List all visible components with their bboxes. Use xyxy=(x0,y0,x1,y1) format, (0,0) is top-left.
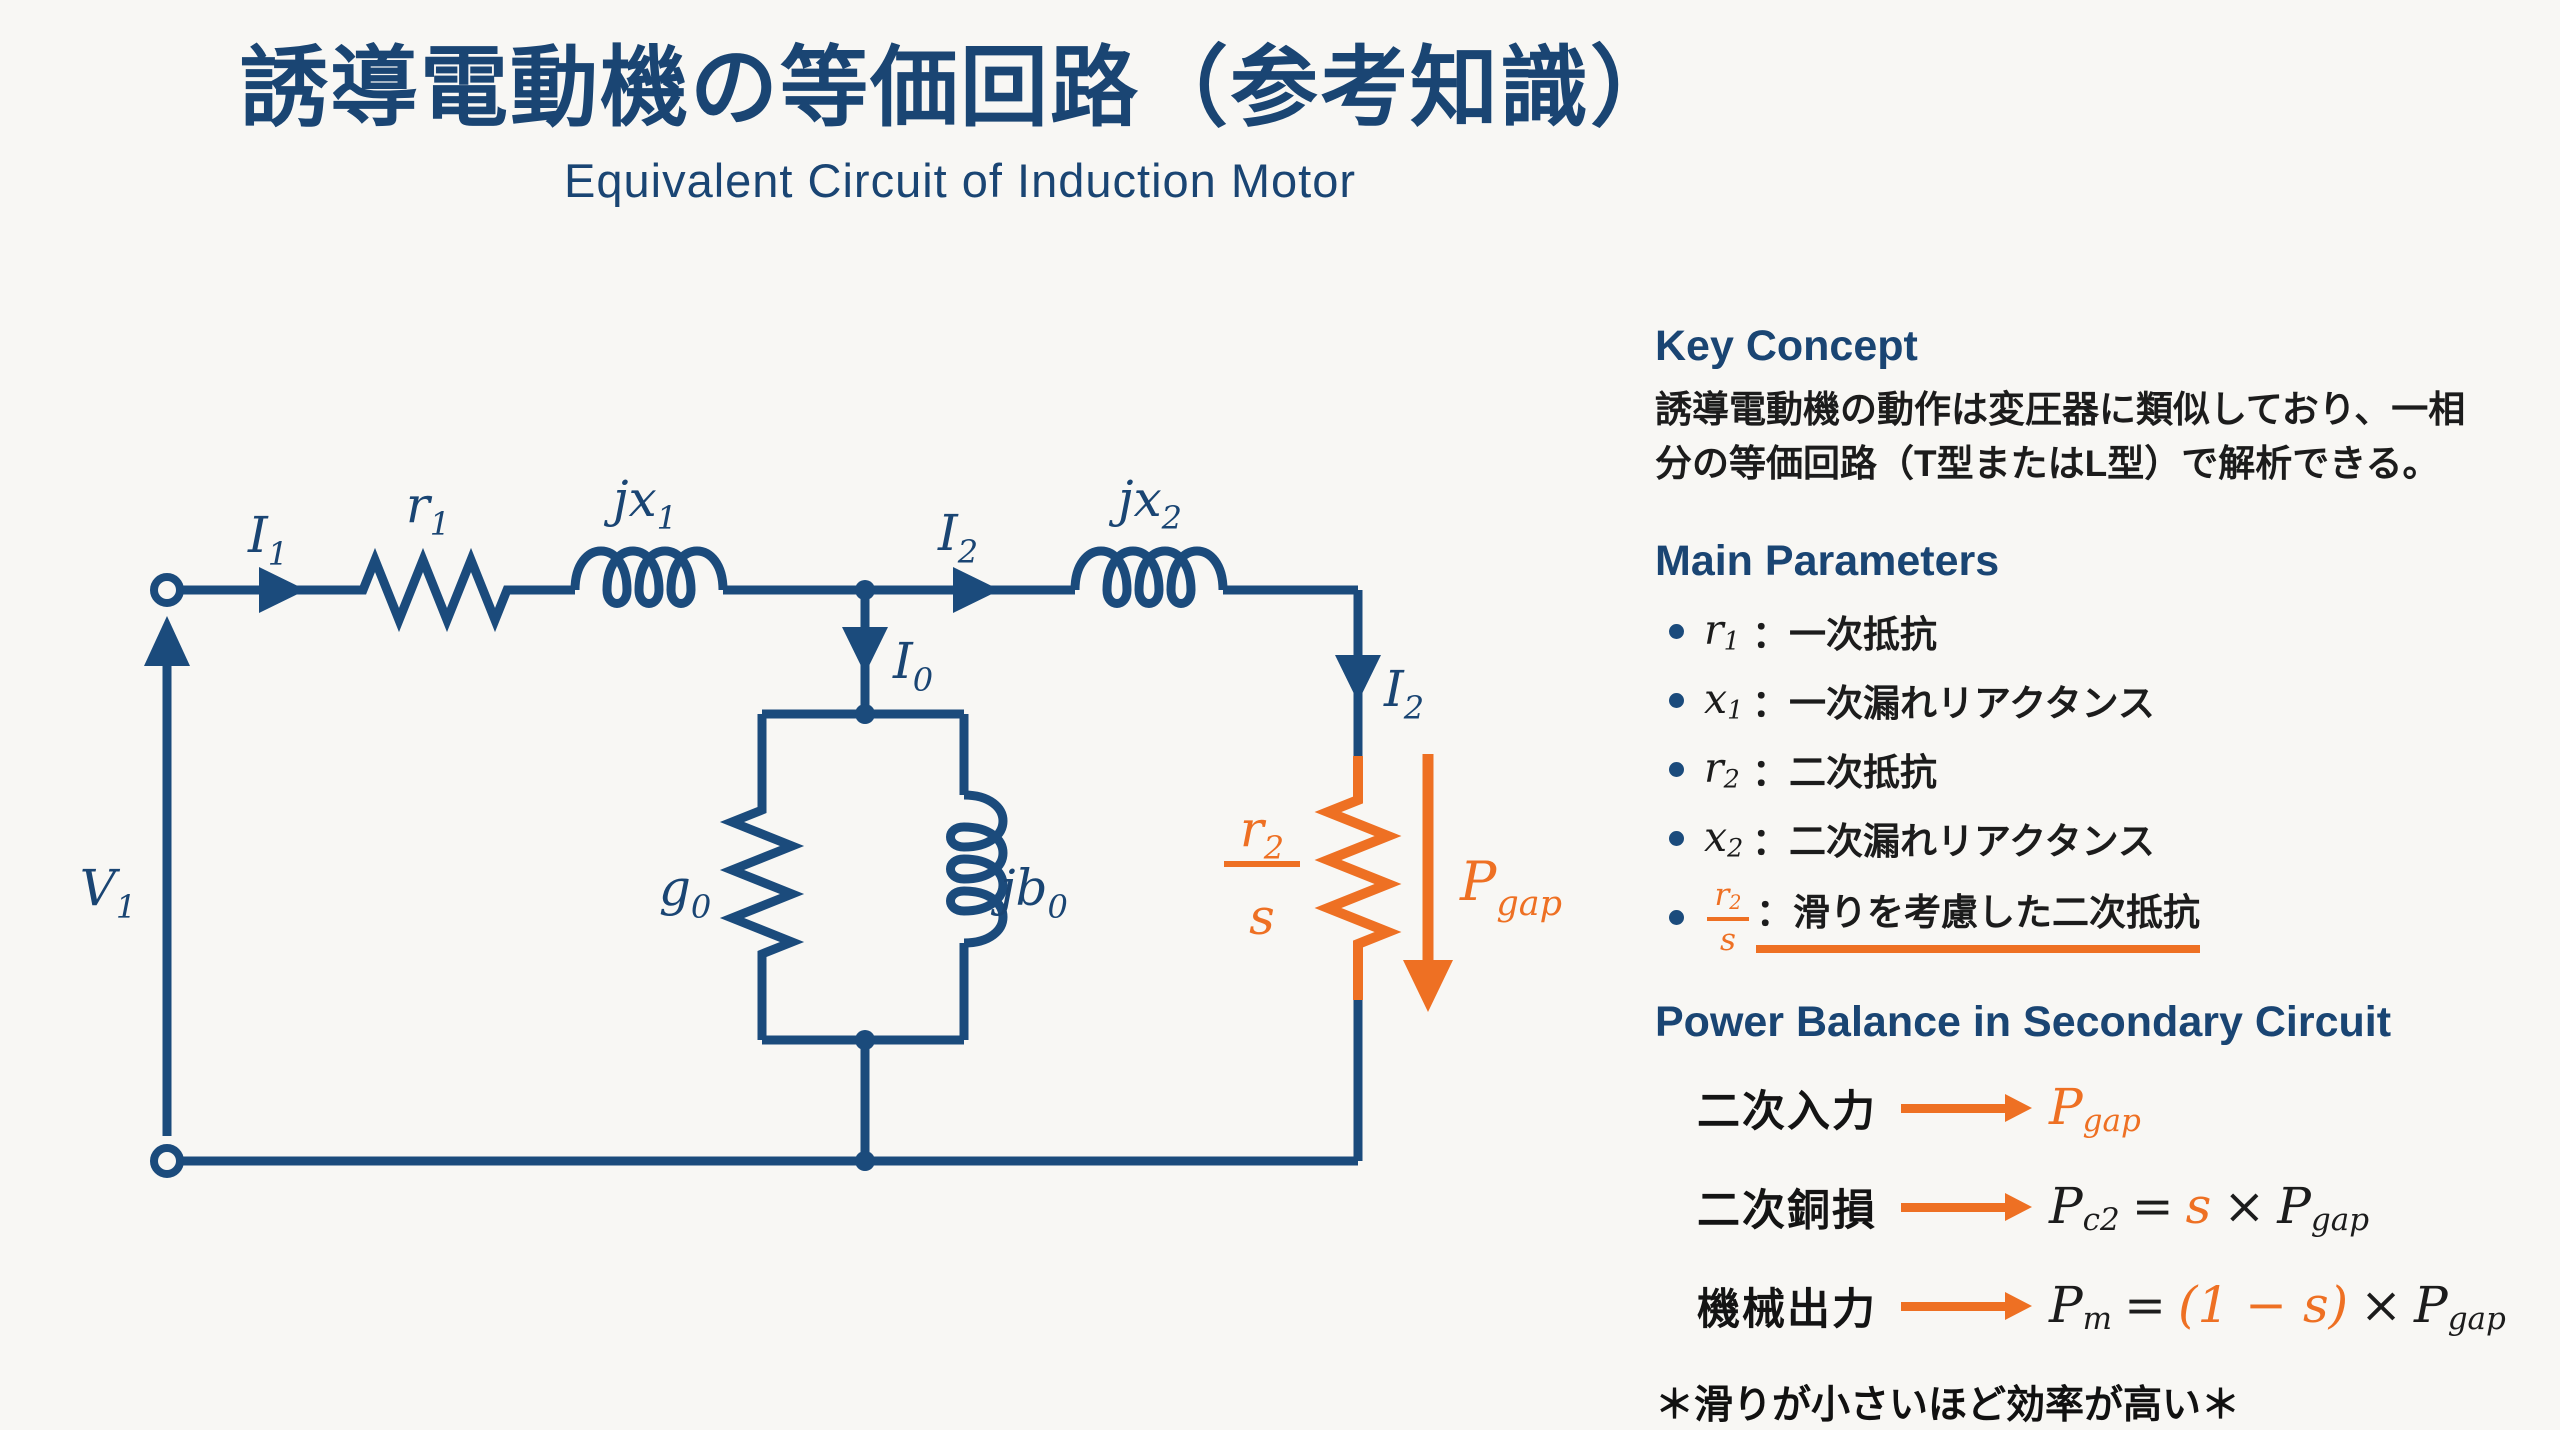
formula-pc2: Pc2=s×Pgap xyxy=(2049,1176,2370,1238)
key-concept-heading: Key Concept xyxy=(1655,322,1918,370)
bullet-icon xyxy=(1669,623,1684,639)
param-symbol: r1 xyxy=(1704,606,1740,656)
resistor-g0 xyxy=(719,800,805,964)
resistor-r2s xyxy=(1314,756,1402,1000)
page-subtitle: Equivalent Circuit of Induction Motor xyxy=(564,153,1356,207)
circuit-wires xyxy=(180,585,1363,1166)
v1-arrowhead-icon xyxy=(144,616,190,666)
fraction-bar xyxy=(1707,916,1749,921)
label-i1: I1 xyxy=(247,506,288,573)
terminal-top-left xyxy=(150,573,184,607)
inductor-jx1 xyxy=(570,546,728,608)
title-block: 誘導電動機の等価回路（参考知識） Equivalent Circuit of I… xyxy=(0,38,1920,208)
info-panel: Key Concept 誘導電動機の動作は変圧器に類似しており、一相 分の等価回… xyxy=(1655,322,2535,1430)
list-item: r1 ：一次抵抗 xyxy=(1655,604,2535,658)
equivalent-circuit-diagram: V1 I1 r1 jx1 I2 jx2 I0 I2 g0 jb0 r2 s Pg… xyxy=(80,470,1562,1178)
label-i2-top: I2 xyxy=(937,504,978,571)
label-jx1: jx1 xyxy=(603,470,677,537)
param-fraction-r2s: r2 s xyxy=(1704,880,1752,955)
node-box-bottom xyxy=(855,1030,875,1050)
right-arrow-icon xyxy=(1901,1192,2032,1221)
main-parameters-list: r1 ：一次抵抗 x1 ：一次漏れリアクタンス r2 ：二次抵抗 x2 ：二次漏… xyxy=(1655,604,2535,955)
list-item: r2 s ：滑りを考慮した二次抵抗 xyxy=(1655,880,2535,955)
bullet-icon xyxy=(1669,910,1684,926)
formula-pgap: Pgap xyxy=(2049,1077,2141,1139)
label-r2s-numerator: r2 xyxy=(1240,800,1284,867)
label-jb0: jb0 xyxy=(990,859,1068,926)
param-desc: ：一次漏れリアクタンス xyxy=(1752,683,2155,725)
resistor-r1 xyxy=(351,547,519,633)
list-item: r2 ：二次抵抗 xyxy=(1655,742,2535,796)
label-i0: I0 xyxy=(892,632,933,699)
param-desc: ：一次抵抗 xyxy=(1752,614,1937,656)
inductor-jx2 xyxy=(1070,546,1228,608)
label-i2-right: I2 xyxy=(1383,660,1424,727)
label-jx2: jx2 xyxy=(1108,470,1182,537)
node-bottom-bus xyxy=(855,1151,875,1171)
key-concept-body: 誘導電動機の動作は変圧器に類似しており、一相 分の等価回路（T型またはL型）で解… xyxy=(1655,389,2466,485)
right-arrow-icon xyxy=(1901,1291,2032,1320)
param-symbol: x2 xyxy=(1704,813,1744,863)
bullet-icon xyxy=(1669,830,1684,846)
label-v1: V1 xyxy=(80,859,136,926)
list-item: x2 ：二次漏れリアクタンス xyxy=(1655,811,2535,865)
inductor-jb0 xyxy=(946,790,1008,948)
bullet-icon xyxy=(1669,761,1684,777)
param-desc: ：滑りを考慮した二次抵抗 xyxy=(1756,882,2200,954)
i1-arrowhead-icon xyxy=(259,567,306,613)
param-desc: ：二次漏れリアクタンス xyxy=(1752,821,2155,863)
pgap-arrowhead-icon xyxy=(1403,960,1453,1012)
param-desc: ：二次抵抗 xyxy=(1752,752,1937,794)
main-parameters-heading: Main Parameters xyxy=(1655,536,2000,585)
formula-pm: Pm=(1 − s)×Pgap xyxy=(2049,1275,2506,1337)
node-top xyxy=(855,580,875,600)
label-pgap: Pgap xyxy=(1459,850,1562,924)
label-g0: g0 xyxy=(659,859,711,926)
i0-arrowhead-icon xyxy=(842,627,888,674)
power-row-secondary-input: 二次入力 Pgap xyxy=(1697,1077,2141,1139)
node-box-top xyxy=(855,704,875,724)
right-arrow-icon xyxy=(1901,1093,2032,1122)
label-r2s-denominator: s xyxy=(1249,888,1275,946)
power-row-mechanical-output: 機械出力 Pm=(1 − s)×Pgap xyxy=(1697,1275,2506,1337)
page-title: 誘導電動機の等価回路（参考知識） xyxy=(239,38,1680,137)
power-row-secondary-copper-loss: 二次銅損 Pc2=s×Pgap xyxy=(1697,1176,2370,1238)
bullet-icon xyxy=(1669,692,1684,708)
param-symbol: r2 xyxy=(1704,744,1740,794)
power-balance-heading: Power Balance in Secondary Circuit xyxy=(1655,997,2392,1046)
label-r1: r1 xyxy=(406,476,450,543)
i2-top-arrowhead-icon xyxy=(953,567,1000,613)
i2-right-arrowhead-icon xyxy=(1335,655,1381,702)
efficiency-note: ＊滑りが小さいほど効率が高い＊ xyxy=(1655,1384,2241,1428)
label-r2s-fraction: r2 s xyxy=(1224,800,1300,946)
list-item: x1 ：一次漏れリアクタンス xyxy=(1655,673,2535,727)
power-balance-rows: 二次入力 Pgap 二次銅損 Pc2=s×Pgap 機械出力 Pm=(1 − s… xyxy=(1655,1077,2535,1337)
terminal-bottom-left xyxy=(150,1144,184,1178)
param-symbol: x1 xyxy=(1704,675,1744,725)
